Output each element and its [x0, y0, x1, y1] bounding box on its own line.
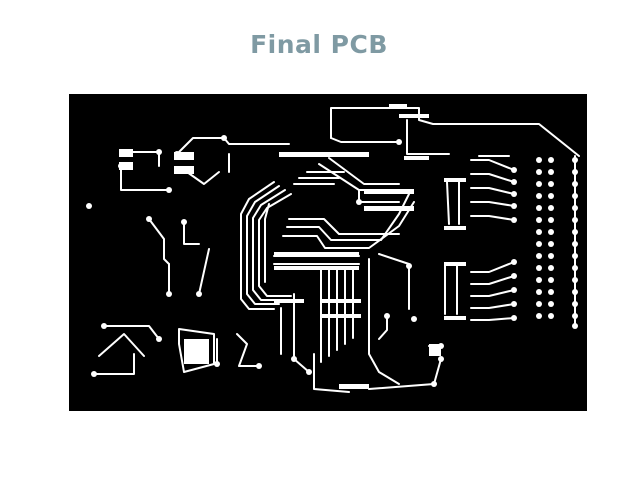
pcb-layout-image	[69, 94, 587, 411]
pcb-traces-svg	[86, 104, 580, 393]
slide-title: Final PCB	[250, 30, 388, 59]
